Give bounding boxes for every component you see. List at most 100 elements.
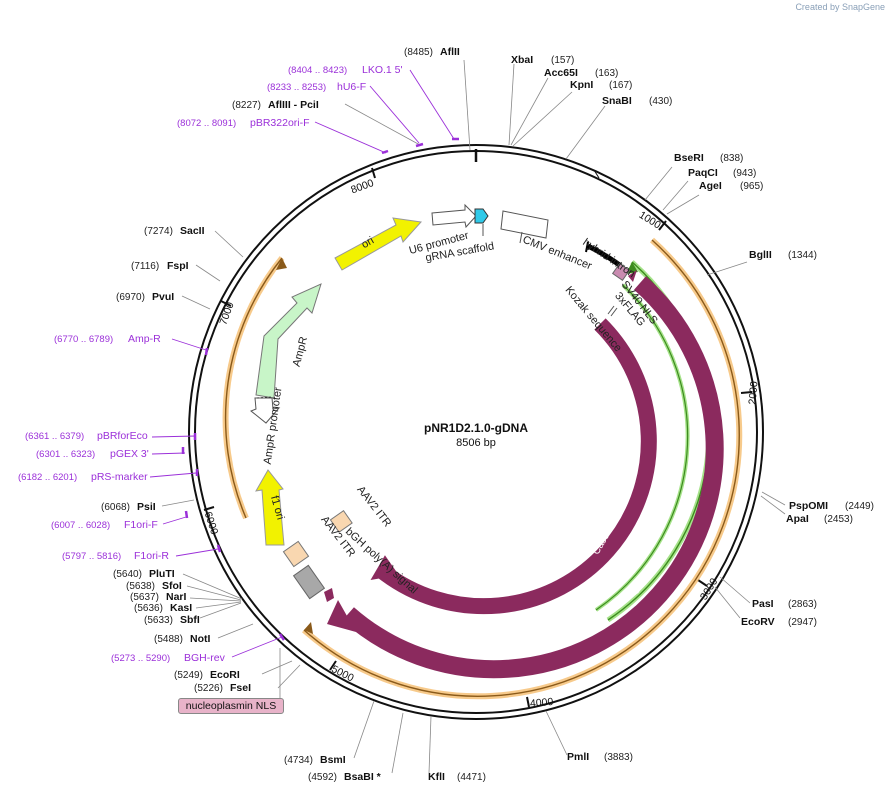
orf-arc-left-head [276, 258, 287, 270]
bgh-polya-box [292, 564, 326, 600]
tick-5000 [329, 660, 337, 671]
pmli-pos: (3883) [604, 752, 633, 763]
pbr322-primer-name: pBR322ori-F [250, 117, 310, 129]
ecori-name: EcoRI [210, 669, 240, 681]
nucleoplasmin-nls-label: nucleoplasmin NLS [178, 698, 284, 714]
hybrid-intron-label: hybrid intron [580, 236, 637, 280]
pspomi-pos: (2449) [845, 501, 874, 512]
sv40-nls-box [611, 262, 631, 282]
aflii-pos: (8485) [404, 47, 433, 58]
lko-primer-pos: (8404 .. 8423) [288, 65, 347, 76]
tick-label-4000: 4000 [530, 696, 554, 710]
enzyme-leaders [161, 59, 786, 774]
apai-pos: (2453) [824, 514, 853, 525]
plasmid-size: 8506 bp [456, 437, 496, 449]
tick-label-2000: 2000 [746, 381, 760, 405]
cmv-enhancer-label: CMV enhancer [521, 234, 594, 273]
orf-green-outer [606, 260, 712, 623]
pgex-primer-pos: (6301 .. 6323) [36, 449, 95, 460]
pmli-name: PmlI [567, 751, 589, 763]
kpni-pos: (167) [609, 80, 632, 91]
sacii-pos: (7274) [144, 226, 173, 237]
aav2-itr-label-1: AAV2 ITR [354, 484, 393, 529]
hybrid-intron-tick [585, 241, 589, 253]
ring-mark [593, 169, 600, 179]
primer-marks [181, 137, 459, 641]
orf-arc-left-line [224, 257, 283, 519]
fsei-name: FseI [230, 682, 251, 694]
bglii-name: BglII [749, 249, 772, 261]
bglii-pos: (1344) [788, 250, 817, 261]
pluti-name: PluTI [149, 568, 175, 580]
tick-label-1000: 1000 [637, 209, 663, 232]
bgh-label: bGH poly(A) signal [343, 526, 420, 597]
cas9-inner-arc [377, 318, 657, 615]
primer-labels: (8404 .. 8423) LKO.1 5' (8233 .. 8253) h… [18, 64, 403, 664]
plasmid-name: pNR1D2.1.0-gDNA [424, 421, 528, 435]
lko-primer-name: LKO.1 5' [362, 64, 403, 76]
pasi-pos: (2863) [788, 599, 817, 610]
tick-8000 [371, 167, 376, 179]
pbr322-primer-pos: (8072 .. 8091) [177, 118, 236, 129]
snabi-name: SnaBI [602, 95, 632, 107]
xbai-pos: (157) [551, 55, 574, 66]
agei-name: AgeI [699, 180, 722, 192]
aflii-name: AflII [440, 46, 460, 58]
ampr-label: AmpR [291, 335, 311, 368]
aav2-itr-box-2 [282, 540, 310, 568]
cas9-outer-arc [342, 276, 724, 679]
orf-arc-right-head [304, 622, 313, 634]
ampr-arrow [255, 283, 322, 399]
pgex-primer-name: pGEX 3' [110, 448, 149, 460]
psii-pos: (6068) [101, 502, 130, 513]
grna-scaffold-arrow [474, 208, 489, 224]
bsmi-name: BsmI [320, 754, 346, 766]
kasi-pos: (5636) [134, 603, 163, 614]
tick-1000 [658, 220, 667, 231]
ampr-promoter-dash [256, 396, 273, 399]
f1-ori-arrow [255, 469, 285, 546]
f1orif-primer-name: F1ori-F [124, 519, 158, 531]
cas9-inner-head [370, 555, 399, 581]
nari-name: NarI [166, 591, 187, 603]
ampr-primer-pos: (6770 .. 6789) [54, 334, 113, 345]
sfoi-pos: (5638) [126, 581, 155, 592]
acc65i-pos: (163) [595, 68, 618, 79]
ecorv-name: EcoRV [741, 616, 775, 628]
cmv-leader [519, 231, 523, 244]
bsabi-name: BsaBI * [344, 771, 382, 783]
f1orif-primer-pos: (6007 .. 6028) [51, 520, 110, 531]
tick-3000 [697, 579, 708, 587]
snapgene-watermark: Created by SnapGene [795, 2, 885, 12]
afliii-name: AflIII - PciI [268, 99, 319, 111]
kozak-tick-2 [610, 307, 618, 317]
fspi-name: FspI [167, 260, 189, 272]
tick-label-7000: 7000 [217, 300, 236, 326]
paqci-name: PaqCI [688, 167, 718, 179]
kfli-pos: (4471) [457, 772, 486, 783]
ampr-promoter-arrow [250, 397, 281, 424]
acc65i-name: Acc65I [544, 67, 578, 79]
pspomi-name: PspOMI [789, 500, 828, 512]
snabi-pos: (430) [649, 96, 672, 107]
flag-box [628, 270, 637, 282]
kozak-tick-1 [607, 305, 615, 315]
cas9-outer-head [327, 600, 356, 632]
sacii-name: SacII [180, 225, 205, 237]
cmv-enhancer-box [500, 210, 549, 239]
pvui-name: PvuI [152, 291, 174, 303]
nari-pos: (5637) [130, 592, 159, 603]
ori-arrow [334, 217, 422, 271]
tick-4000 [526, 696, 530, 708]
bgh-primer-pos: (5273 .. 5290) [111, 653, 170, 664]
f1orir-primer-pos: (5797 .. 5816) [62, 551, 121, 562]
agei-pos: (965) [740, 181, 763, 192]
enzyme-labels: (8485) AflII XbaI (157) Acc65I (163) Kpn… [101, 46, 874, 783]
bsmi-pos: (4734) [284, 755, 313, 766]
sfoi-name: SfoI [162, 580, 182, 592]
kpni-name: KpnI [570, 79, 593, 91]
ecorv-pos: (2947) [788, 617, 817, 628]
fspi-pos: (7116) [131, 261, 159, 272]
orf-green-inner-line [595, 284, 689, 611]
